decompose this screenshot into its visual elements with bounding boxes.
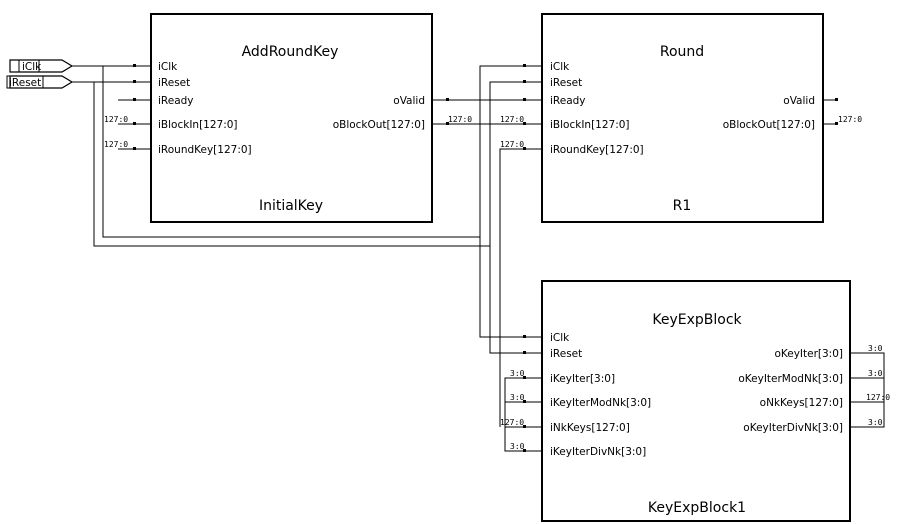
port-oblockout: oBlockOut[127:0]	[723, 119, 815, 131]
external-port-iclk[interactable]: iClk	[9, 59, 74, 73]
bus-label: 127:0	[500, 418, 524, 427]
bus-label: 127:0	[448, 115, 472, 124]
port-onkkeys: oNkKeys[127:0]	[760, 397, 843, 409]
port-iblockin: iBlockIn[127:0]	[550, 119, 630, 131]
block-type-name: Round	[660, 44, 704, 60]
block-instance-name: R1	[673, 198, 692, 214]
port-ikeyiterdivnk: iKeyIterDivNk[3:0]	[550, 446, 646, 458]
port-iclk: iClk	[550, 61, 570, 73]
port-oblockout: oBlockOut[127:0]	[333, 119, 425, 131]
port-ireset: iReset	[158, 77, 190, 89]
block-instance-name: KeyExpBlock1	[648, 500, 746, 516]
wires	[72, 65, 885, 452]
port-iready: iReady	[550, 95, 586, 107]
port-inkkeys: iNkKeys[127:0]	[550, 422, 630, 434]
port-iclk: iClk	[158, 61, 178, 73]
port-ovalid: oValid	[783, 95, 815, 107]
block-instance-name: InitialKey	[259, 198, 323, 214]
port-iclk: iClk	[550, 332, 570, 344]
bus-label: 3:0	[510, 442, 525, 451]
port-ireset: iReset	[550, 77, 582, 89]
port-ikeyiter: iKeyIter[3:0]	[550, 373, 615, 385]
external-port-iclk-label: iClk	[22, 61, 42, 73]
port-iroundkey: iRoundKey[127:0]	[158, 144, 252, 156]
bus-label: 3:0	[868, 369, 883, 378]
bus-label: 3:0	[868, 418, 883, 427]
block-type-name: KeyExpBlock	[652, 312, 742, 328]
block-keyexpblock1[interactable]: KeyExpBlock KeyExpBlock1 iClk iReset iKe…	[500, 280, 890, 522]
bus-label: 127:0	[104, 115, 128, 124]
port-ovalid: oValid	[393, 95, 425, 107]
port-okeyitermodnk: oKeyIterModNk[3:0]	[738, 373, 843, 385]
block-r1[interactable]: Round R1 iClk iReset iReady iBlockIn[127…	[500, 13, 862, 223]
bus-label: 127:0	[104, 140, 128, 149]
port-ikeyitermodnk: iKeyIterModNk[3:0]	[550, 397, 651, 409]
port-okeyiterdivnk: oKeyIterDivNk[3:0]	[743, 422, 843, 434]
external-port-ireset-label: iReset	[9, 77, 41, 89]
block-initialkey[interactable]: AddRoundKey InitialKey iClk iReset iRead…	[104, 13, 472, 223]
port-ireset: iReset	[550, 348, 582, 360]
port-iroundkey: iRoundKey[127:0]	[550, 144, 644, 156]
bus-label: 3:0	[510, 393, 525, 402]
bus-label: 127:0	[500, 115, 524, 124]
external-port-ireset[interactable]: iReset	[6, 75, 74, 89]
port-iready: iReady	[158, 95, 194, 107]
bus-label: 127:0	[838, 115, 862, 124]
bus-label: 127:0	[500, 140, 524, 149]
port-okeyiter: oKeyIter[3:0]	[774, 348, 843, 360]
bus-label: 3:0	[510, 369, 525, 378]
bus-label: 3:0	[868, 344, 883, 353]
block-type-name: AddRoundKey	[242, 44, 339, 60]
port-iblockin: iBlockIn[127:0]	[158, 119, 238, 131]
bus-label: 127:0	[866, 393, 890, 402]
